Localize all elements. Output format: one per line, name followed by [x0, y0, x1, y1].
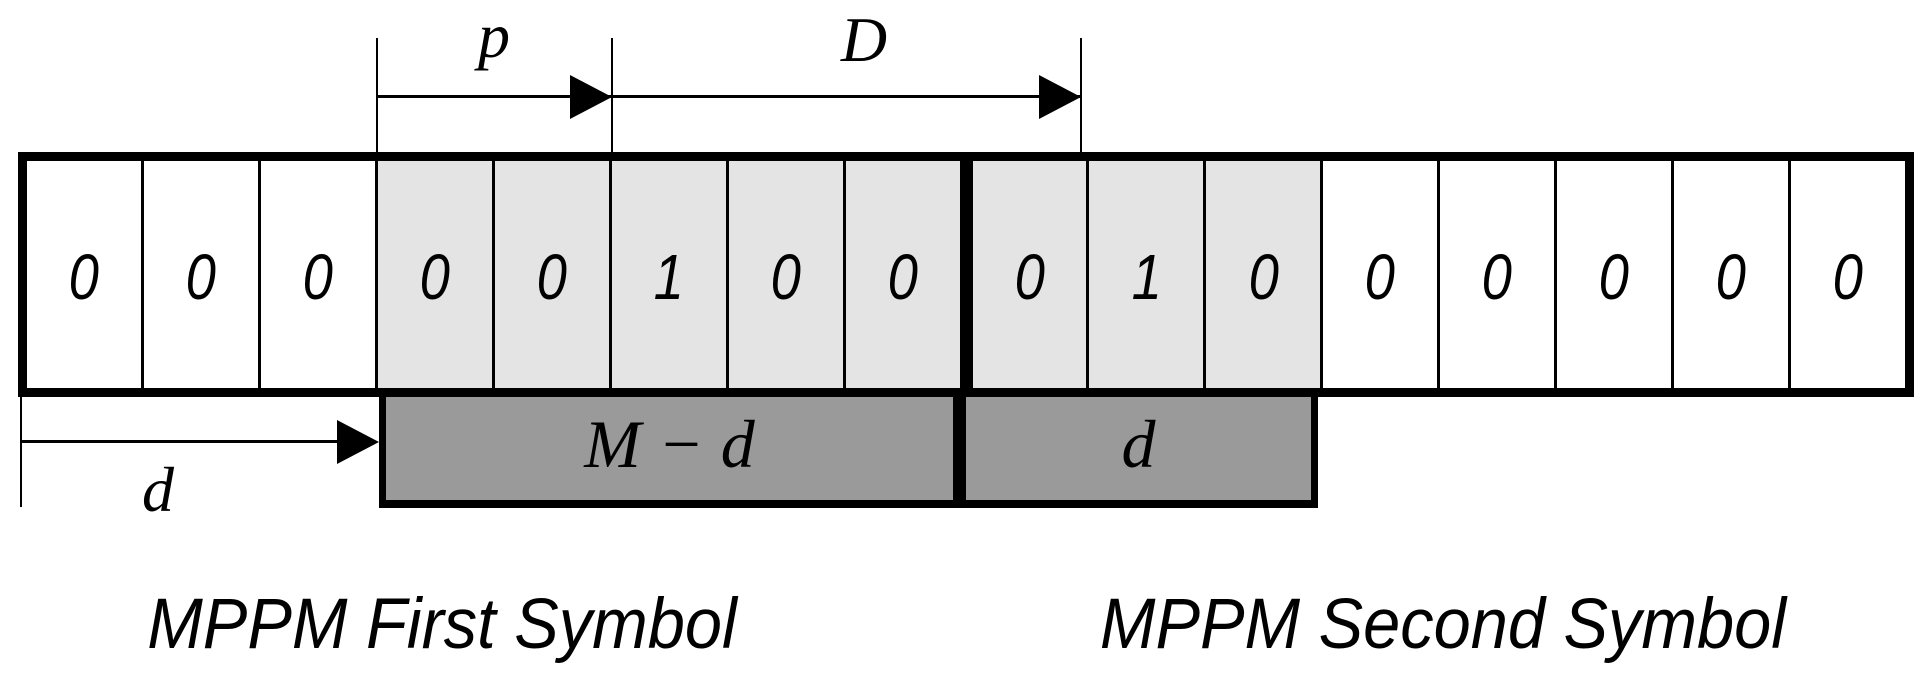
slot-cell-value: 1 — [653, 240, 684, 313]
bar-m-minus-d-label: M − d — [584, 405, 755, 482]
symbol-divider — [953, 390, 966, 508]
slot-cell-1: 0 — [27, 161, 144, 388]
D-arrowhead-right-icon — [1039, 75, 1081, 119]
slot-cell-15: 0 — [1674, 161, 1792, 388]
slot-cell-value: 0 — [1014, 240, 1045, 313]
slot-cell-value: 0 — [1715, 240, 1747, 313]
d-arrow-shaft — [21, 440, 337, 443]
slot-cell-value: 0 — [1365, 240, 1396, 313]
p-label: p — [478, 0, 510, 71]
slot-cell-12: 0 — [1323, 161, 1441, 388]
slot-cell-8: 0 — [845, 161, 973, 388]
slot-cell-7: 0 — [728, 161, 846, 388]
D-end-tick — [1080, 38, 1082, 152]
slot-cell-9: 0 — [972, 161, 1090, 388]
d-arrowhead-right-icon — [337, 420, 379, 464]
slot-cell-4: 0 — [377, 161, 495, 388]
slot-cell-value: 0 — [1248, 240, 1279, 313]
slot-cell-16: 0 — [1791, 161, 1905, 388]
slot-cell-value: 0 — [536, 240, 567, 313]
slot-cell-value: 1 — [1131, 240, 1162, 313]
slot-cell-13: 0 — [1440, 161, 1558, 388]
slot-cell-10: 1 — [1089, 161, 1207, 388]
slot-cell-value: 0 — [68, 240, 100, 313]
slot-cell-2: 0 — [143, 161, 261, 388]
slot-cell-11: 0 — [1206, 161, 1324, 388]
D-label: D — [840, 4, 888, 75]
slot-cell-value: 0 — [887, 240, 918, 313]
slot-cell-value: 0 — [302, 240, 333, 313]
slot-cell-value: 0 — [1482, 240, 1513, 313]
slot-row: 0 0 0 0 0 1 0 0 0 1 0 0 0 0 0 0 — [18, 152, 1914, 397]
slot-cell-value: 0 — [1832, 240, 1864, 313]
slot-cell-value: 0 — [419, 240, 450, 313]
bar-m-minus-d: M − d — [379, 397, 953, 508]
d-start-tick — [20, 397, 22, 507]
slot-cell-14: 0 — [1557, 161, 1675, 388]
slot-cell-6: 1 — [611, 161, 729, 388]
bar-d-label: d — [1121, 405, 1156, 482]
p-arrow-shaft — [377, 95, 612, 98]
slot-cell-value: 0 — [770, 240, 801, 313]
slot-cell-5: 0 — [494, 161, 612, 388]
d-label: d — [142, 454, 174, 525]
slot-cell-value: 0 — [185, 240, 217, 313]
caption-first-symbol: MPPM First Symbol — [147, 585, 737, 664]
D-arrow-shaft — [612, 95, 1081, 98]
slot-cell-value: 0 — [1599, 240, 1630, 313]
slot-cell-3: 0 — [260, 161, 378, 388]
p-arrowhead-right-icon — [570, 75, 612, 119]
caption-second-symbol: MPPM Second Symbol — [1099, 585, 1787, 664]
bar-d: d — [966, 397, 1318, 508]
